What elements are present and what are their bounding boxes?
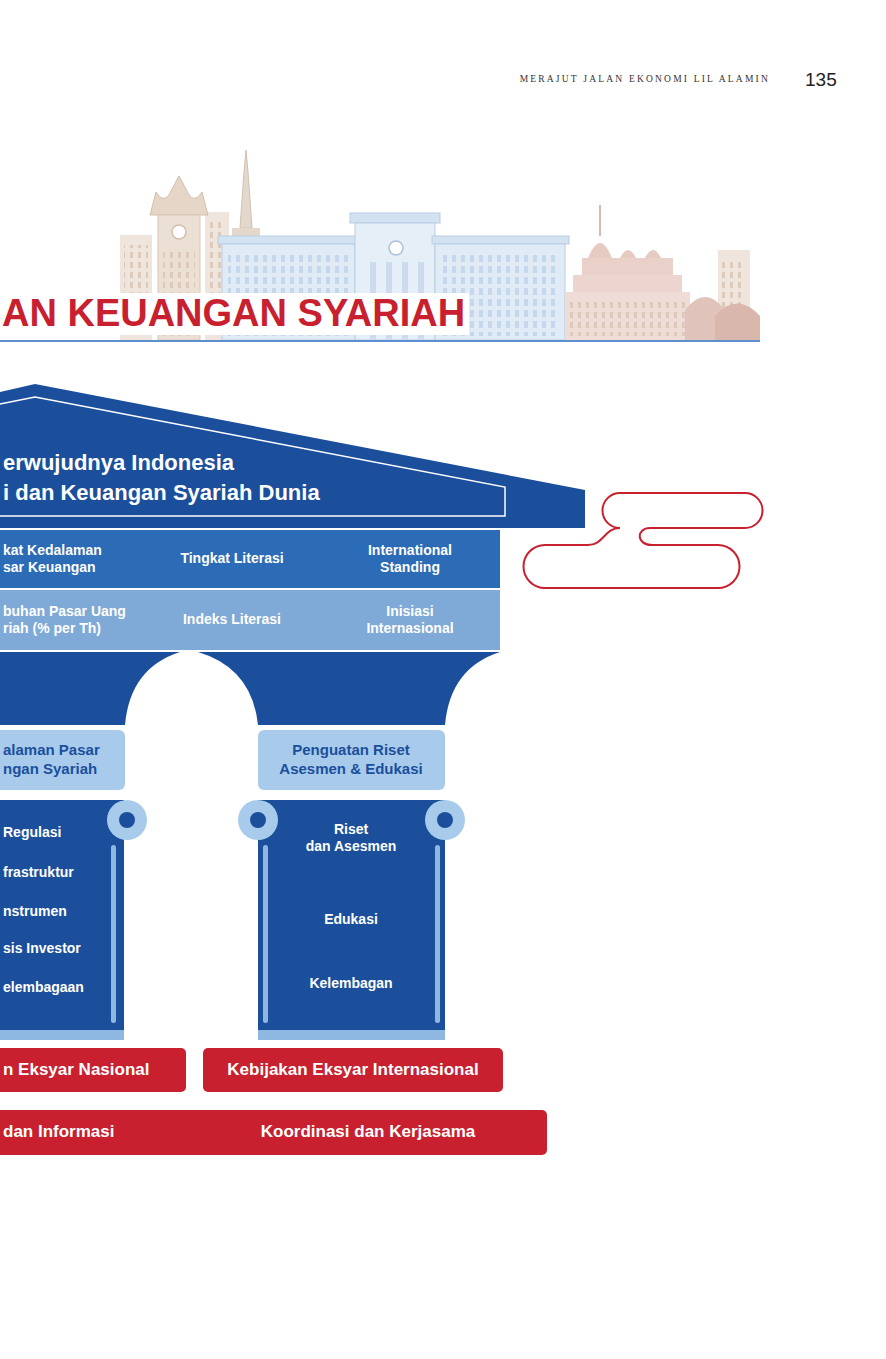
node-ornament [435, 845, 440, 1023]
node-ornament [238, 800, 278, 840]
box-text: kat Kedalaman sar Keuangan [3, 542, 102, 577]
skyline-shape [150, 176, 208, 215]
text-line: Internasional [366, 620, 453, 638]
text-line: Standing [368, 559, 452, 577]
box-text: Tingkat Literasi [180, 550, 283, 568]
node-ornament [250, 812, 266, 828]
text-line: buhan Pasar Uang [3, 603, 126, 621]
box-text: Indeks Literasi [183, 611, 281, 629]
indicator-cell: Tingkat Literasi [158, 530, 308, 588]
box-text: Edukasi [324, 911, 378, 929]
skyline-shape [599, 205, 601, 236]
box-text: elembagaan [3, 979, 84, 997]
skyline-shape [588, 243, 612, 258]
text-line: kat Kedalaman [3, 542, 102, 560]
text-line: Inisiasi [366, 603, 453, 621]
skyline-shape [350, 213, 440, 223]
pillar-heading: Penguatan Riset Asesmen & Edukasi [258, 730, 445, 790]
text-line: ngan Syariah [3, 760, 100, 779]
running-header: MERAJUT JALAN EKONOMI LIL ALAMIN [520, 74, 770, 86]
text-line: Penguatan Riset [279, 741, 422, 760]
box-text: dan Informasi [3, 1121, 114, 1142]
skyline-shape [570, 298, 685, 336]
text-line: Asesmen & Edukasi [279, 760, 422, 779]
node-ornament [425, 800, 465, 840]
title-rule [0, 340, 760, 342]
skyline-shape [232, 228, 260, 236]
box-text: International Standing [368, 542, 452, 577]
box-text: Koordinasi dan Kerjasama [261, 1121, 475, 1142]
pillar-body: Regulasi frastruktur nstrumen sis Investor e… [0, 800, 124, 1040]
box-text: nstrumen [3, 903, 67, 921]
skyline-shape [573, 275, 682, 292]
page-title: AN KEUANGAN SYARIAH [2, 293, 469, 335]
text-line: Riset [306, 821, 397, 839]
arch-capital [0, 652, 500, 725]
box-text: Riset dan Asesmen [306, 821, 397, 856]
page-number: 135 [805, 68, 837, 92]
box-text: Kelembagan [309, 975, 392, 993]
skyline-shape [389, 241, 403, 255]
box-text: n Eksyar Nasional [3, 1059, 149, 1080]
skyline-shape [172, 225, 186, 239]
box-text: Kebijakan Eksyar Internasional [227, 1059, 478, 1080]
box-text: alaman Pasar ngan Syariah [3, 741, 100, 779]
measure-cell: Indeks Literasi [158, 590, 308, 650]
skyline-shape [620, 250, 636, 258]
skyline-shape [432, 236, 569, 244]
node-ornament [258, 1030, 445, 1040]
node-ornament [263, 845, 268, 1023]
box-text: sis Investor [3, 940, 81, 958]
skyline-shape [582, 258, 673, 275]
box-text: Inisiasi Internasional [366, 603, 453, 638]
node-ornament [0, 384, 585, 528]
text-line: alaman Pasar [3, 741, 100, 760]
node-ornament [437, 812, 453, 828]
measure-cell: Inisiasi Internasional [308, 590, 500, 650]
text-line: International [368, 542, 452, 560]
skyline-shape [565, 292, 690, 340]
text-line: riah (% per Th) [3, 620, 126, 638]
box-text: Penguatan Riset Asesmen & Edukasi [279, 741, 422, 779]
skyline-shape [715, 304, 760, 341]
text-line: dan Asesmen [306, 838, 397, 856]
measure-cell: buhan Pasar Uang riah (% per Th) [0, 590, 158, 650]
node-ornament [119, 812, 135, 828]
node-ornament [0, 397, 505, 516]
text-line: erwujudnya Indonesia [3, 448, 320, 478]
roof-banner: erwujudnya Indonesia i dan Keuangan Syar… [0, 384, 585, 528]
skyline-shape [218, 236, 361, 244]
text-line: i dan Keuangan Syariah Dunia [3, 478, 320, 508]
foundation-bar: dan Informasi Koordinasi dan Kerjasama [0, 1110, 547, 1155]
text-line: sar Keuangan [3, 559, 102, 577]
node-ornament [0, 1030, 124, 1040]
box-text: erwujudnya Indonesia i dan Keuangan Syar… [3, 448, 320, 508]
pillar-body: Riset dan AsesmenEdukasiKelembagan [258, 800, 445, 1040]
pillar-heading: alaman Pasar ngan Syariah [0, 730, 125, 790]
indicator-cell: International Standing [308, 530, 500, 588]
policy-box: Kebijakan Eksyar Internasional [203, 1048, 503, 1092]
box-text: Regulasi [3, 824, 61, 842]
skyline-shape [240, 150, 252, 228]
node-ornament [107, 800, 147, 840]
arch-capital-shape [198, 652, 500, 725]
skyline-shape [645, 250, 661, 258]
box-text: frastruktur [3, 864, 74, 882]
indicator-cell: kat Kedalaman sar Keuangan [0, 530, 158, 588]
node-ornament [111, 845, 116, 1023]
policy-box: n Eksyar Nasional [0, 1048, 186, 1092]
arch-capital-shape [0, 652, 180, 725]
box-text: buhan Pasar Uang riah (% per Th) [3, 603, 126, 638]
